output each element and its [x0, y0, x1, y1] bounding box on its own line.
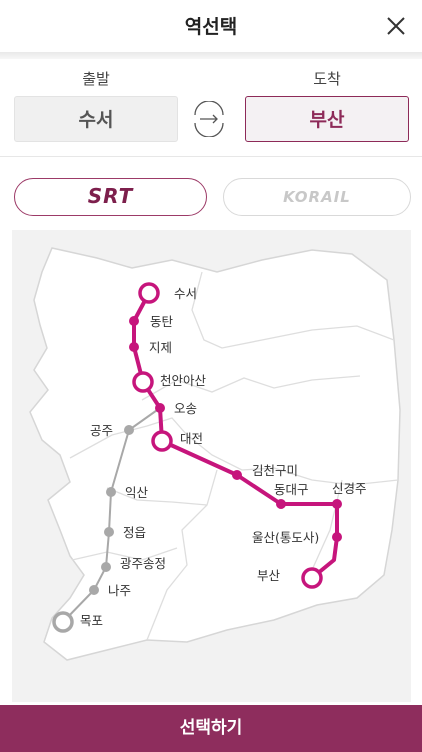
station-0-marker[interactable]: [124, 425, 134, 435]
close-icon[interactable]: [382, 12, 410, 40]
srt-station-4-label[interactable]: 오송: [174, 401, 197, 416]
korail-logo: KORAIL: [283, 188, 351, 206]
srt-operator-button[interactable]: SRT: [14, 178, 207, 216]
select-button[interactable]: 선택하기: [0, 705, 422, 752]
province-borders: [69, 271, 399, 641]
srt-station-2-marker[interactable]: [129, 342, 139, 352]
srt-station-9-marker[interactable]: [332, 532, 342, 542]
srt-station-5-marker[interactable]: [151, 430, 173, 452]
header: 역선택: [0, 0, 422, 52]
arrival-station-button[interactable]: 부산: [245, 96, 409, 142]
departure-label: 출발: [82, 70, 110, 88]
station-5-marker[interactable]: [52, 611, 74, 633]
srt-station-3-marker[interactable]: [132, 371, 154, 393]
srt-station-10-marker[interactable]: [301, 567, 323, 589]
srt-station-10-label[interactable]: 부산: [257, 568, 281, 583]
srt-station-1-label[interactable]: 동탄: [150, 314, 174, 329]
srt-station-1-marker[interactable]: [129, 316, 139, 326]
srt-station-9-label[interactable]: 울산(통도사): [252, 530, 319, 545]
korea-landmass: [29, 247, 401, 661]
page-title: 역선택: [184, 16, 238, 38]
srt-station-0-label[interactable]: 수서: [174, 286, 197, 301]
station-1-label[interactable]: 익산: [125, 485, 149, 500]
srt-station-5-label[interactable]: 대전: [180, 431, 203, 446]
srt-station-4-marker[interactable]: [155, 403, 165, 413]
station-4-marker[interactable]: [89, 585, 99, 595]
route-labels: 출발 도착: [0, 68, 422, 92]
srt-station-0-marker[interactable]: [138, 282, 160, 304]
swap-arrow-icon[interactable]: [191, 100, 227, 138]
srt-station-3-label[interactable]: 천안아산: [160, 373, 207, 388]
departure-station-button[interactable]: 수서: [14, 96, 178, 142]
station-2-label[interactable]: 정읍: [123, 525, 146, 540]
srt-station-7-label[interactable]: 동대구: [274, 482, 309, 497]
station-3-label[interactable]: 광주송정: [120, 556, 166, 571]
srt-station-8-marker[interactable]: [332, 499, 342, 509]
srt-logo: SRT: [87, 184, 134, 208]
korail-operator-button[interactable]: KORAIL: [223, 178, 411, 216]
station-0-label[interactable]: 공주: [90, 423, 113, 438]
arrival-label: 도착: [313, 70, 341, 88]
srt-station-8-label[interactable]: 신경주: [332, 481, 367, 496]
srt-station-7-marker[interactable]: [276, 499, 286, 509]
station-1-marker[interactable]: [106, 487, 116, 497]
station-4-label[interactable]: 나주: [108, 583, 131, 598]
station-2-marker[interactable]: [104, 527, 114, 537]
station-5-label[interactable]: 목포: [80, 613, 103, 628]
srt-station-2-label[interactable]: 지제: [149, 340, 172, 355]
srt-station-6-marker[interactable]: [232, 470, 242, 480]
station-3-marker[interactable]: [101, 562, 111, 572]
srt-station-6-label[interactable]: 김천구미: [252, 463, 298, 478]
header-divider: [0, 52, 422, 59]
divider: [0, 156, 422, 157]
